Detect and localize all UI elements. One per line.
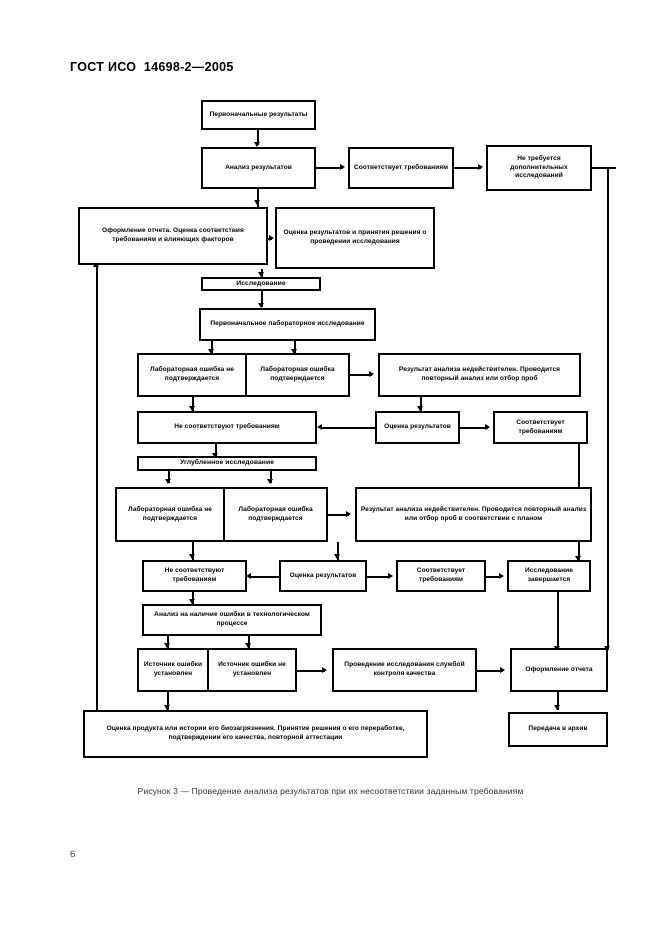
node-evaluation-results-2: Оценка результатов: [279, 560, 367, 592]
arrow-down-analysis-to-evaluation: [254, 200, 260, 205]
node-report-preparation: Оформление отчета. Оценка соответствия т…: [78, 207, 268, 265]
node-qc-investigation: Проведение исследования службой контроля…: [332, 648, 477, 692]
node-initial-lab-investigation: Первоначальное лабораторное исследование: [199, 308, 376, 341]
node-lab-error-confirmed-2: Лабораторная ошибка подтверждается: [223, 487, 328, 542]
connector-right-rail: [607, 167, 609, 650]
arrow-right-meets3-to-complete: [499, 573, 504, 579]
connector-report2-to-archive: [557, 692, 559, 710]
arrow-down-laberr1not-to-notmeet1: [189, 406, 195, 411]
connector-indepth-to-laberr2not: [168, 471, 170, 483]
node-evaluation-and-decision: Оценка результатов и принятия решения о …: [275, 207, 435, 269]
connector-eval1-to-notmeet1: [322, 427, 375, 429]
arrow-right-eval2-to-meets3: [388, 573, 393, 579]
node-analysis-of-results: Анализ результатов: [201, 147, 316, 189]
connector-left-feedback-rail: [96, 266, 98, 710]
node-evaluation-results-1: Оценка результатов: [375, 411, 460, 444]
flowchart: Первоначальные результаты Анализ результ…: [78, 100, 616, 758]
node-no-additional-research: Не требуется дополнительных исследований: [486, 145, 592, 191]
node-meets-requirements-1: Соответствует требованиям: [348, 147, 454, 189]
node-lab-error-confirmed-1: Лабораторная ошибка подтверждается: [245, 353, 350, 397]
node-in-depth-investigation: Углубленное исследование: [137, 456, 317, 471]
arrow-right-laberr1-to-invalid1: [369, 371, 374, 377]
connector-initiallab-to-laberr2: [294, 341, 296, 353]
arrow-down-initial-to-analysis: [254, 142, 260, 147]
connector-processerr-to-srcfound: [167, 636, 169, 648]
arrow-left-eval2-to-notmeet2: [246, 573, 251, 579]
node-investigation: Исследование: [201, 277, 321, 291]
arrow-down-evaluation-to-investigation: [258, 272, 264, 277]
arrow-right-eval1-to-meets2: [485, 424, 490, 430]
arrow-down-notmeet1-to-indepth: [212, 453, 218, 458]
node-error-source-found: Источник ошибки установлен: [137, 648, 209, 692]
connector-laberr2-to-invalid2: [328, 514, 349, 516]
page-number: 6: [70, 849, 76, 860]
connector-meets3-to-complete: [486, 576, 501, 578]
arrow-down-invalid2-to-eval2: [334, 554, 340, 559]
node-transfer-to-archive: Передача в архив: [508, 712, 608, 747]
arrow-down-indepth-to-laberr2conf: [267, 479, 273, 484]
arrow-right-srcnotfound-to-qc: [322, 667, 327, 673]
arrow-down-processerr-to-srcnotfound: [245, 643, 251, 648]
connector-initiallab-to-laberr1: [211, 341, 213, 353]
document-header: ГОСТ ИСО 14698-2—2005: [70, 60, 234, 74]
node-process-error-analysis: Анализ на наличие ошибки в технологическ…: [142, 604, 322, 636]
arrow-down-initiallab-to-laberr2: [291, 349, 297, 354]
connector-srcnotfound-to-qc: [297, 670, 325, 672]
arrow-down-initiallab-to-laberr1: [208, 349, 214, 354]
arrow-right-report-to-evaluation: [269, 235, 274, 241]
connector-noadd-to-rail: [592, 167, 616, 169]
arrow-right-qc-to-report2: [500, 667, 505, 673]
connector-analysis-to-evaluation: [257, 189, 259, 207]
connector-eval2-to-meets3: [367, 576, 389, 578]
arrow-down-meets2-to-complete: [575, 556, 581, 561]
node-initial-results: Первоначальные результаты: [201, 100, 316, 130]
node-meets-requirements-3: Соответствует требованиям: [396, 560, 486, 592]
connector-laberr2not-to-notmeet2: [192, 542, 194, 560]
connector-invalid1-to-eval1: [420, 397, 422, 411]
node-meets-requirements-2: Соответствует требованиям: [493, 411, 588, 444]
node-lab-error-not-confirmed-2: Лабораторная ошибка не подтверждается: [115, 487, 225, 542]
arrow-right-laberr2-to-invalid2: [346, 511, 351, 517]
connector-complete-to-report2: [557, 592, 559, 650]
arrow-down-report2-to-archive: [554, 705, 560, 710]
connector-srcfound-to-producteval: [167, 692, 169, 710]
connector-initial-to-analysis: [257, 130, 259, 145]
arrow-down-processerr-to-srcfound: [164, 643, 170, 648]
node-investigation-complete: Исследование завершается: [507, 560, 591, 592]
figure-caption: Рисунок 3 — Проведение анализа результат…: [137, 786, 524, 796]
arrow-down-laberr2not-to-notmeet2: [189, 554, 195, 559]
arrow-down-invalid1-to-eval1: [417, 406, 423, 411]
node-error-source-not-found: Источник ошибки не установлен: [207, 648, 297, 692]
node-result-invalid-2: Результат анализа недействителен. Провод…: [355, 487, 592, 542]
arrow-down-notmeet2-to-processerr: [189, 599, 195, 604]
arrow-right-meets1-to-noadd: [478, 164, 483, 170]
node-not-meets-requirements-1: Не соответствуют требованиям: [137, 411, 317, 444]
node-not-meets-requirements-2: Не соответствуют требованиям: [142, 560, 247, 592]
connector-invalid2-to-eval2: [337, 542, 339, 560]
arrow-right-analysis-to-meets1: [340, 164, 345, 170]
arrow-down-srcfound-to-producteval: [164, 705, 170, 710]
connector-meets1-to-noadd: [454, 167, 481, 169]
arrow-left-eval1-to-notmeet1: [317, 424, 322, 430]
arrow-down-indepth-to-laberr2not: [165, 479, 171, 484]
connector-laberr1-to-invalid1: [350, 374, 372, 376]
connector-notmeet1-to-indepth: [215, 444, 217, 458]
node-product-evaluation: Оценка продукта или истории его биозагря…: [83, 710, 428, 758]
connector-eval1-to-meets2: [460, 427, 488, 429]
connector-processerr-to-srcnotfound: [248, 636, 250, 648]
arrow-down-investigation-to-initial-lab: [258, 303, 264, 308]
node-result-invalid-1: Результат анализа недействителен. Провод…: [378, 353, 581, 397]
node-lab-error-not-confirmed-1: Лабораторная ошибка не подтверждается: [137, 353, 247, 397]
node-report-preparation-2: Оформление отчета: [510, 648, 608, 692]
connector-notmeet2-to-processerr: [192, 592, 194, 604]
connector-indepth-to-laberr2conf: [270, 471, 272, 483]
connector-eval2-to-notmeet2: [251, 576, 279, 578]
connector-qc-to-report2: [477, 670, 503, 672]
connector-analysis-to-meets1: [316, 167, 343, 169]
connector-laberr1not-to-notmeet1: [192, 397, 194, 411]
connector-investigation-to-initial-lab: [261, 291, 263, 307]
